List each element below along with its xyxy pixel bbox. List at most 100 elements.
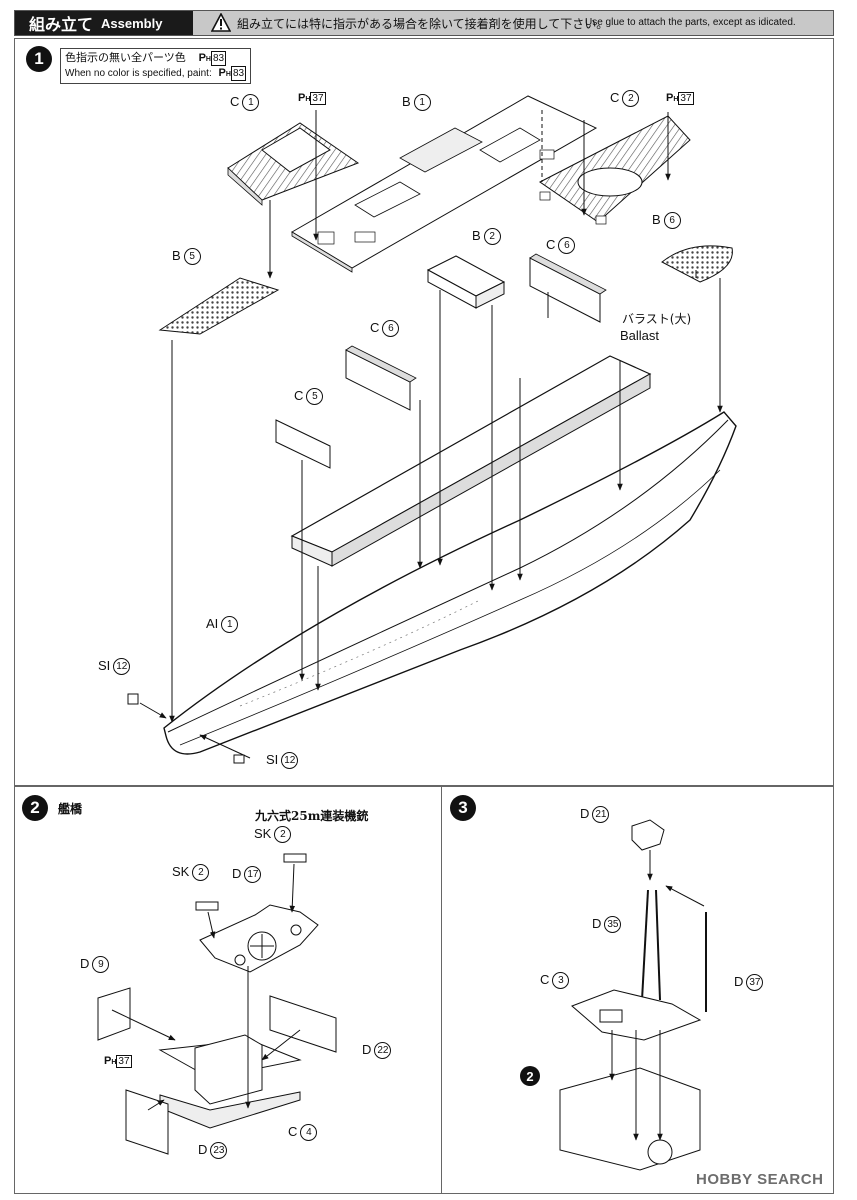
label-b5-letter: B [172,248,181,263]
step1-panel [14,38,834,786]
part-b1-main-deck [291,95,598,273]
step2-subassembly [559,1067,701,1171]
step1-number: 1 [26,46,52,72]
label-si12a-letter: SI [98,658,111,673]
watermark: HOBBY SEARCH [696,1171,824,1188]
label-c5-letter: C [294,388,304,403]
glue-notice-jp: 組み立てには特に指示がある場合を除いて接着剤を使用して下さい。 [237,17,609,31]
part-d21 [631,819,665,851]
title-block: 組み立て Assembly [15,11,193,35]
label-d22-num: 22 [374,1042,392,1060]
aa-gun-title: 九六式25m連装機銃 [255,809,369,823]
label-sk2a-num: 2 [192,864,210,882]
label-c6b-letter: C [370,320,380,335]
part-c3-platform [571,989,702,1041]
label-d37-letter: D [734,974,744,989]
warning-icon [211,13,231,32]
p37c-code: 37 [116,1055,132,1068]
part-si12-b [233,754,245,764]
label-d21-letter: D [580,806,590,821]
label-b5-num: 5 [183,248,201,266]
label-d17-num: 17 [244,866,262,884]
label-d9-num: 9 [92,956,110,974]
part-c6-upper [529,253,607,323]
assembly-header: 組み立て Assembly 組み立てには特に指示がある場合を除いて接着剤を使用し… [14,10,834,36]
p37a-code: 37 [310,92,326,105]
part-d9 [97,987,131,1041]
part-d35-mast [641,889,661,1001]
label-d35-letter: D [592,916,602,931]
label-b2-num: 2 [483,228,501,246]
label-b1-letter: B [402,94,411,109]
part-b5 [158,277,280,335]
label-d35-num: 35 [604,916,622,934]
part-d23 [125,1089,169,1155]
ballast-label-jp: バラスト(大) [622,312,692,326]
color-note-en: When no color is specified, paint: [65,68,212,79]
title-en: Assembly [101,15,163,31]
p37c-sub: H [111,1059,117,1066]
p37a-prefix: P [298,92,306,104]
label-c2-num: 2 [622,90,640,108]
label-sk2a-letter: SK [172,864,190,879]
step1-arrows [139,110,723,759]
bridge-title: 艦橋 [58,802,83,816]
p37b-sub: H [673,96,679,103]
label-c4-num: 4 [300,1124,318,1142]
label-d22-letter: D [362,1042,372,1057]
label-d9-letter: D [80,956,90,971]
label-c5-num: 5 [306,388,324,406]
part-sk2-guns-a [195,901,219,911]
label-sk2b-num: 2 [274,826,292,844]
label-c6b-num: 6 [382,320,400,338]
part-c1-bow-deck [227,122,360,206]
ballast-label-en: Ballast [620,328,660,343]
label-si12b-letter: SI [266,752,279,767]
label-d17-letter: D [232,866,242,881]
paint-prefix: P [198,52,206,64]
label-d21-num: 21 [592,806,610,824]
label-b6-num: 6 [663,212,681,230]
label-b6-letter: B [652,212,661,227]
label-c1-num: 1 [242,94,260,112]
label-c6a-letter: C [546,237,556,252]
color-note-jp: 色指示の無い全パーツ色 [65,51,186,64]
label-si12b-num: 12 [281,752,299,770]
part-si12-a [127,693,139,705]
label-b1-num: 1 [413,94,431,112]
part-d22 [269,995,337,1053]
p37a-sub: H [305,96,311,103]
part-sk2-guns-b [283,853,307,863]
paint-prefix-2: P [218,67,226,79]
step3-number: 3 [450,795,476,821]
label-c1-letter: C [230,94,240,109]
paint-code-83a: 83 [210,51,227,66]
step2-arrows [111,863,301,1111]
label-c3-num: 3 [552,972,570,990]
p37c-prefix: P [104,1055,112,1067]
label-ai1-num: 1 [221,616,239,634]
paint-sub: H [205,56,211,63]
part-b6 [661,245,733,283]
glue-notice-en: Use glue to attach the parts, except as … [585,17,796,28]
